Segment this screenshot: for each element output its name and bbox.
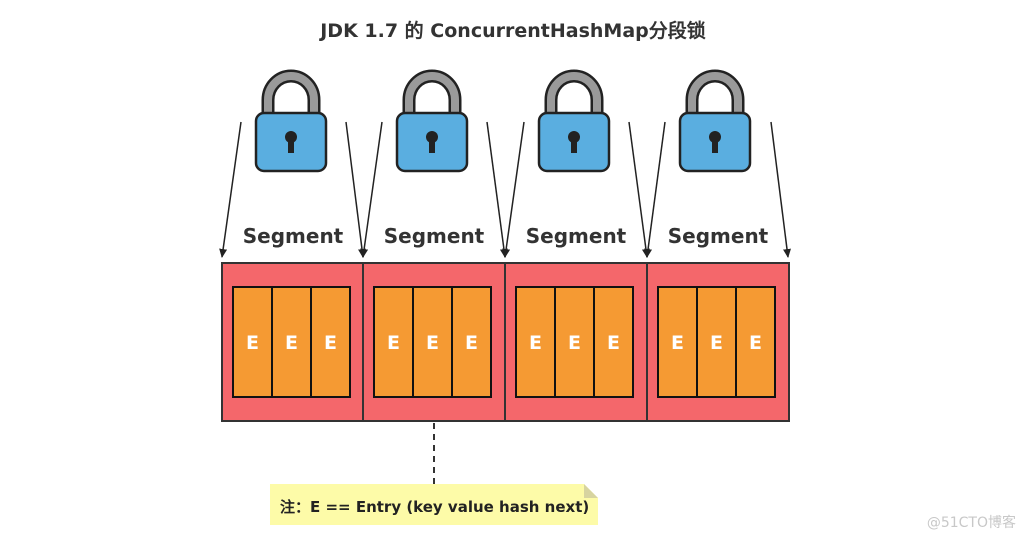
entry-label: E xyxy=(465,332,478,354)
lock-icon xyxy=(395,69,469,173)
entry-label: E xyxy=(324,332,337,354)
entry-label: E xyxy=(426,332,439,354)
segment-arrow xyxy=(486,121,508,258)
segment-label: Segment xyxy=(384,224,485,248)
watermark: @51CTO博客 xyxy=(927,514,1016,531)
entry-cell xyxy=(310,286,351,398)
entry-cell xyxy=(696,286,737,398)
segment-label: Segment xyxy=(243,224,344,248)
arrows-group xyxy=(219,121,791,258)
entry-label: E xyxy=(607,332,620,354)
lock-icon xyxy=(537,69,611,173)
entry-cell xyxy=(515,286,556,398)
entry-cell xyxy=(373,286,414,398)
entry-label: E xyxy=(387,332,400,354)
locks-row xyxy=(254,69,752,173)
entry-label: E xyxy=(246,332,259,354)
entry-cell xyxy=(657,286,698,398)
lock-icon xyxy=(254,69,328,173)
note-box: 注：E == Entry (key value hash next) xyxy=(270,484,598,525)
segment-arrow xyxy=(770,121,791,258)
entry-label: E xyxy=(568,332,581,354)
segment-arrow xyxy=(628,121,650,258)
entry-label: E xyxy=(671,332,684,354)
entry-cell xyxy=(593,286,634,398)
segment-arrow xyxy=(502,121,525,258)
segment-label: Segment xyxy=(526,224,627,248)
segment-label: Segment xyxy=(668,224,769,248)
diagram-title: JDK 1.7 的 ConcurrentHashMap分段锁 xyxy=(318,19,706,42)
entry-label: E xyxy=(749,332,762,354)
entry-label: E xyxy=(529,332,542,354)
entry-label: E xyxy=(285,332,298,354)
lock-icon xyxy=(678,69,752,173)
segment-arrow xyxy=(360,121,383,258)
segment-arrow xyxy=(219,121,242,258)
entry-cell xyxy=(232,286,273,398)
entry-cell xyxy=(451,286,492,398)
entry-cell xyxy=(554,286,595,398)
segment-labels: Segment Segment Segment Segment xyxy=(243,224,769,248)
entry-label: E xyxy=(710,332,723,354)
note-text: 注：E == Entry (key value hash next) xyxy=(280,498,589,516)
segment-arrow xyxy=(345,121,366,258)
segment-arrow xyxy=(644,121,666,258)
entry-cell xyxy=(735,286,776,398)
